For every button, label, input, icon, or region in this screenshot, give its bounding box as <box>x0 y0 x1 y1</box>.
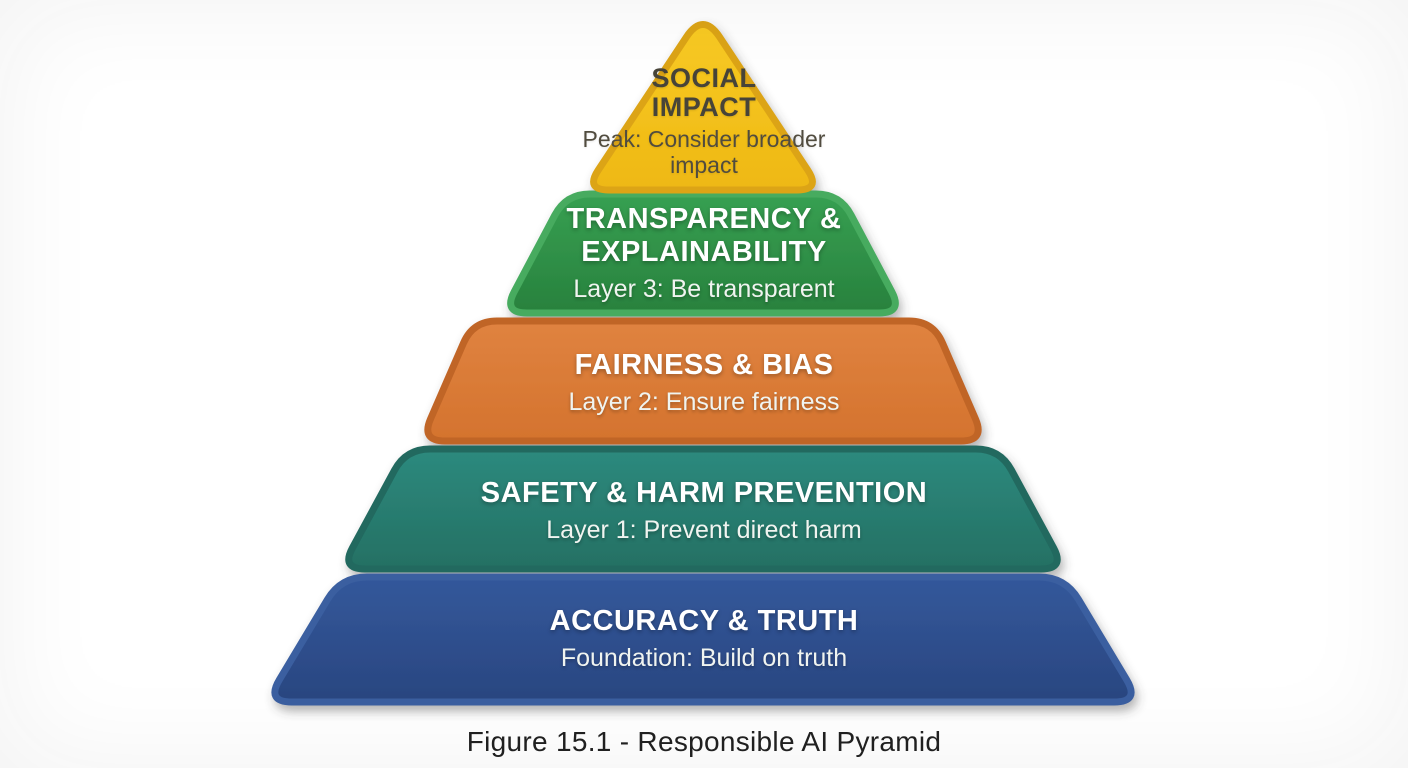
pyramid-layer-shape-social-impact <box>590 21 816 194</box>
pyramid-layer-shape-fairness-bias <box>424 317 982 445</box>
pyramid-layer-shape-accuracy-truth <box>271 573 1135 706</box>
pyramid-layer-shape-transparency-explainability <box>507 190 899 317</box>
pyramid-layer-shape-safety-harm-prevention <box>345 445 1061 573</box>
figure-caption: Figure 15.1 - Responsible AI Pyramid <box>466 726 942 757</box>
